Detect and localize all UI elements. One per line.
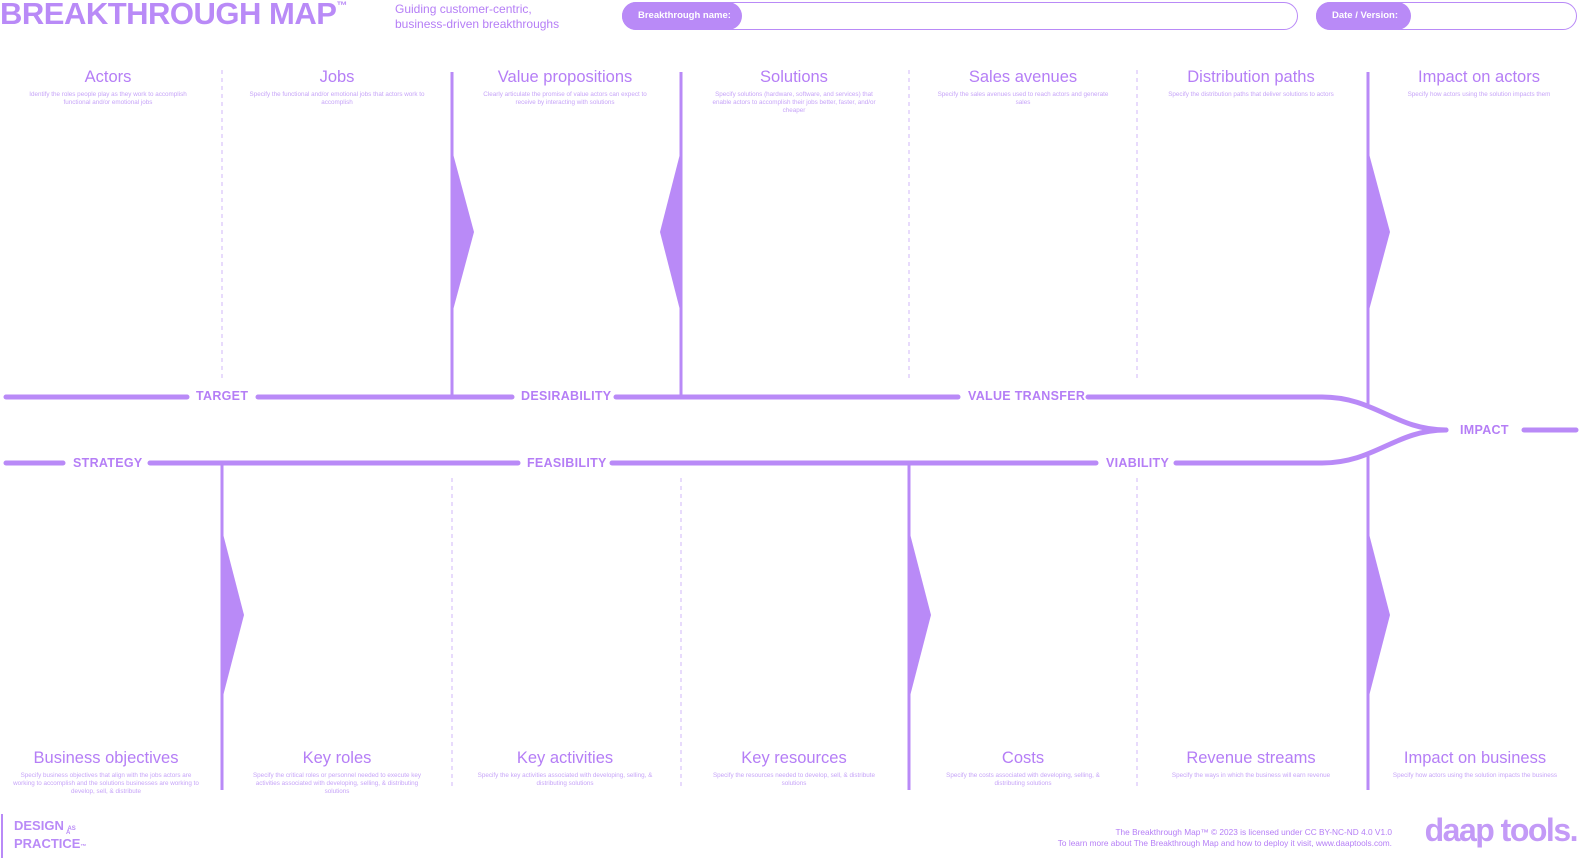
spine-label-feasibility: FEASIBILITY [527, 456, 607, 470]
column-description: Specify the critical roles or personnel … [252, 772, 421, 795]
column-distribution-paths[interactable]: Distribution paths Specify the distribut… [1141, 68, 1361, 99]
column-description: Specify how actors using the solution im… [1392, 772, 1558, 779]
arrow-right [222, 530, 244, 700]
column-description: Specify the costs associated with develo… [946, 772, 1100, 787]
logo-as: AS [67, 826, 76, 832]
breakthrough-name-field[interactable]: Breakthrough name: [622, 2, 1298, 30]
arrow-right [452, 150, 474, 314]
subtitle-line: business-driven breakthroughs [395, 17, 560, 31]
column-description: Specify the functional and/or emotional … [249, 91, 425, 106]
column-description: Specify business objectives that align w… [13, 772, 199, 795]
arrow-right [909, 530, 931, 700]
column-title: Jobs [319, 68, 355, 86]
spine-label-desirability: DESIRABILITY [521, 389, 612, 403]
column-description: Specify the sales avenues used to reach … [937, 91, 1109, 106]
column-business-objectives[interactable]: Business objectives Specify business obj… [0, 749, 216, 796]
spine-label-viability: VIABILITY [1106, 456, 1170, 470]
column-title: Costs [1001, 749, 1045, 767]
trademark-mark: ™ [336, 0, 347, 12]
arrow-shapes [222, 150, 1390, 700]
column-solutions[interactable]: Solutions Specify solutions (hardware, s… [684, 68, 904, 115]
column-title: Revenue streams [1186, 749, 1316, 767]
spine-label-impact: IMPACT [1460, 423, 1509, 437]
column-jobs[interactable]: Jobs Specify the functional and/or emoti… [227, 68, 447, 107]
column-sales-avenues[interactable]: Sales avenues Specify the sales avenues … [913, 68, 1133, 107]
design-as-a-practice-logo: DESIGN AS A PRACTICE™ [14, 818, 86, 855]
spine-label-strategy: STRATEGY [73, 456, 143, 470]
column-description: Clearly articulate the promise of value … [483, 91, 647, 106]
spine-label-target: TARGET [196, 389, 249, 403]
arrow-right [1368, 530, 1390, 700]
bottom-spine [3, 427, 1449, 466]
column-title: Value propositions [497, 68, 633, 86]
license-line: To learn more about The Breakthrough Map… [1057, 838, 1392, 848]
column-description: Specify solutions (hardware, software, a… [712, 91, 876, 114]
column-key-activities[interactable]: Key activities Specify the key activitie… [455, 749, 675, 788]
spine-curve-top [1085, 394, 1449, 433]
top-spine [3, 394, 1579, 433]
date-version-field[interactable]: Date / Version: [1316, 2, 1577, 30]
column-key-resources[interactable]: Key resources Specify the resources need… [684, 749, 904, 788]
date-version-label: Date / Version: [1316, 2, 1411, 30]
column-title: Business objectives [33, 749, 179, 767]
column-value-propositions[interactable]: Value propositions Clearly articulate th… [455, 68, 675, 107]
arrow-right [1368, 150, 1390, 314]
column-title: Key roles [302, 749, 372, 767]
column-impact-on-business[interactable]: Impact on business Specify how actors us… [1365, 749, 1583, 780]
license-text: The Breakthrough Map™ © 2023 is licensed… [1058, 827, 1392, 849]
spine-label-value-transfer: VALUE TRANSFER [968, 389, 1086, 403]
column-key-roles[interactable]: Key roles Specify the critical roles or … [227, 749, 447, 796]
column-description: Specify the distribution paths that deli… [1168, 91, 1334, 98]
column-impact-on-actors[interactable]: Impact on actors Specify how actors usin… [1369, 68, 1583, 99]
column-title: Sales avenues [968, 68, 1078, 86]
arrow-left [660, 150, 681, 314]
bottom-dividers [451, 478, 1138, 790]
column-costs[interactable]: Costs Specify the costs associated with … [913, 749, 1133, 788]
title-text: BREAKTHROUGH MAP [0, 0, 337, 31]
logo-bar [1, 814, 3, 858]
subtitle-line: Guiding customer-centric, [395, 2, 532, 16]
column-description: Specify the key activities associated wi… [477, 772, 653, 787]
column-title: Actors [84, 68, 132, 86]
column-title: Key activities [516, 749, 614, 767]
logo-a: A [66, 830, 71, 836]
column-revenue-streams[interactable]: Revenue streams Specify the ways in whic… [1141, 749, 1361, 780]
page-subtitle: Guiding customer-centric, business-drive… [395, 2, 595, 32]
column-title: Distribution paths [1187, 68, 1315, 86]
column-title: Solutions [760, 68, 828, 86]
column-description: Specify the ways in which the business w… [1171, 772, 1331, 779]
column-description: Specify how actors using the solution im… [1407, 91, 1551, 98]
spine-curve-bottom [1173, 427, 1449, 466]
solid-verticals [220, 72, 1370, 790]
column-actors[interactable]: Actors Identify the roles people play as… [0, 68, 218, 107]
logo-tm: ™ [80, 844, 87, 850]
top-dividers [221, 70, 1138, 378]
license-line: The Breakthrough Map™ © 2023 is licensed… [1115, 827, 1392, 837]
column-title: Impact on actors [1418, 68, 1540, 86]
column-title: Key resources [741, 749, 847, 767]
page-title: BREAKTHROUGH MAP™ [0, 0, 347, 32]
column-title: Impact on business [1403, 749, 1547, 767]
breakthrough-name-label: Breakthrough name: [622, 2, 742, 30]
column-description: Specify the resources needed to develop,… [712, 772, 876, 787]
column-description: Identify the roles people play as they w… [29, 91, 187, 106]
logo-word: PRACTICE [14, 836, 81, 851]
logo-word: DESIGN [14, 818, 64, 833]
daap-tools-logo: daap tools. [1424, 812, 1579, 848]
